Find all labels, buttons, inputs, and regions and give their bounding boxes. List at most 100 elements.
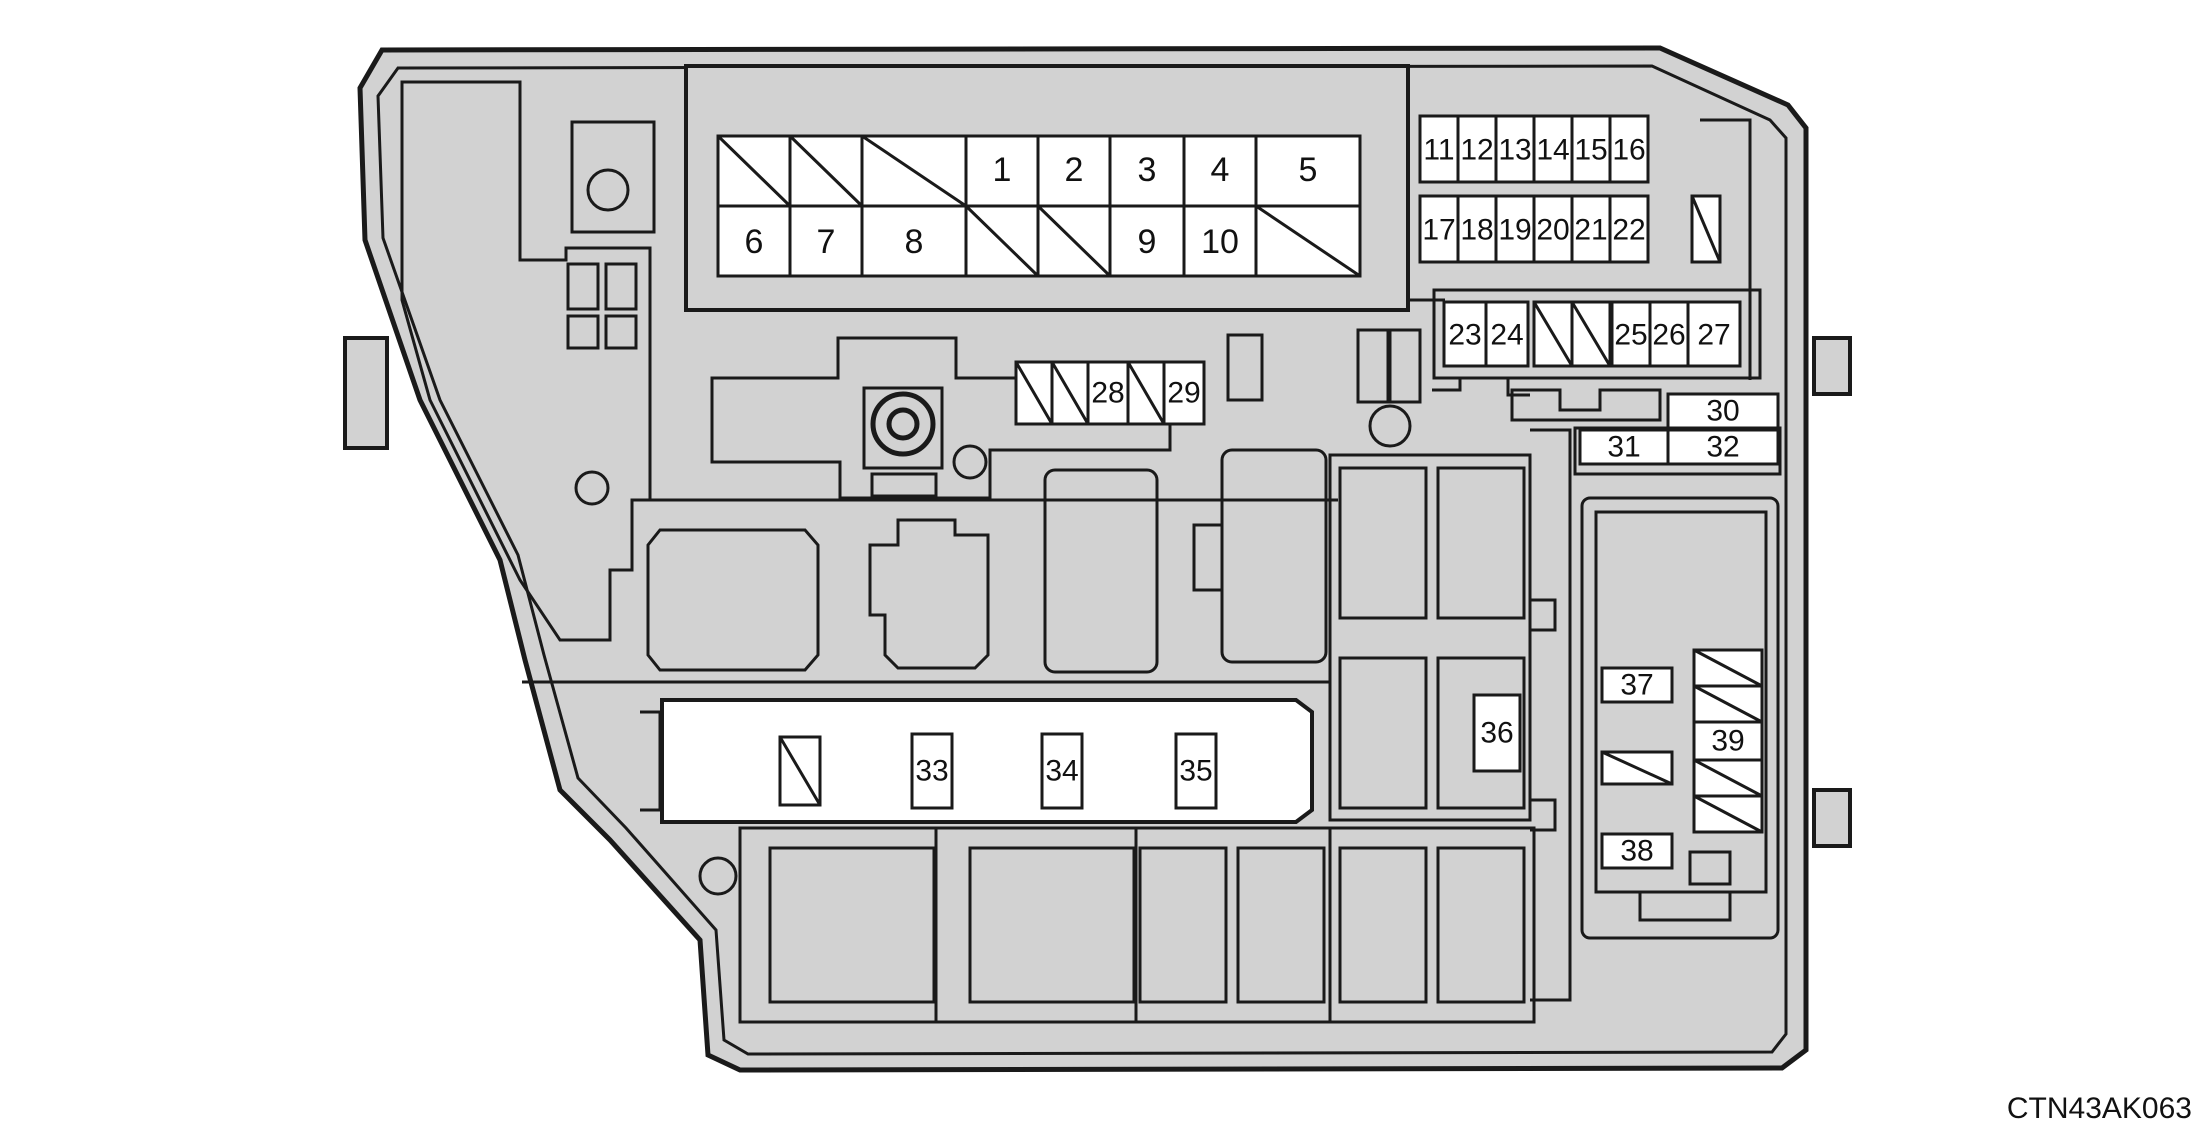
stud-housing	[710, 336, 1172, 500]
right-module-nub	[1688, 850, 1732, 886]
fuse-18-label: 18	[1460, 214, 1493, 247]
small-relay-left	[1356, 328, 1390, 404]
lower-relay-3	[1138, 846, 1228, 1004]
relay-block-b	[868, 518, 990, 670]
fuse-34-slot	[1040, 732, 1084, 810]
long-fuse-module	[660, 698, 1314, 824]
fuse-14-slot	[1532, 114, 1574, 184]
lower-relay-2	[968, 846, 1136, 1004]
fuse-28-label: 28	[1091, 377, 1124, 410]
fuse-37-slot	[1600, 666, 1674, 704]
fuse-5-slot	[1254, 134, 1362, 208]
right-module-outer	[1580, 496, 1780, 940]
fuse-23-slot	[1442, 300, 1488, 368]
lower-left-hole	[698, 856, 738, 896]
fuse-21-label: 21	[1574, 214, 1607, 247]
relay-cell-1	[1338, 466, 1428, 620]
fuse-21-slot	[1570, 194, 1612, 264]
upper-right-hole	[1368, 404, 1412, 448]
figure-code: CTN43AK063	[2007, 1092, 2192, 1125]
lower-relay-5	[1338, 846, 1428, 1004]
fuse-6-slot	[716, 204, 792, 278]
small-square-a	[566, 262, 600, 311]
lower-relay-4	[1236, 846, 1326, 1004]
right-mounting-tab-upper	[1812, 336, 1852, 396]
fuse-27-label: 27	[1697, 319, 1730, 352]
fuse-36-slot	[1472, 693, 1522, 773]
fuse-18-slot	[1456, 194, 1498, 264]
fuse-37-label: 37	[1620, 669, 1653, 702]
fuse-8-label: 8	[905, 223, 924, 261]
fuse-24-slot	[1484, 300, 1530, 368]
fuse-39-slot	[1692, 720, 1764, 762]
fuse-29-slot	[1162, 360, 1206, 426]
fuse-22-slot	[1608, 194, 1650, 264]
fuse-2-label: 2	[1065, 151, 1084, 189]
small-relay-right	[1388, 328, 1422, 404]
fuse-16-label: 16	[1612, 134, 1645, 167]
small-square-d	[604, 314, 638, 350]
fuse-35-label: 35	[1179, 755, 1212, 788]
fuse-7-label: 7	[817, 223, 836, 261]
fuse-4-label: 4	[1211, 151, 1230, 189]
fuse-30-slot	[1666, 392, 1780, 430]
relay-block-d-tab	[1192, 523, 1224, 592]
fuse-25-label: 25	[1614, 319, 1647, 352]
fuse-17-label: 17	[1422, 214, 1455, 247]
relay-cell-2	[1436, 466, 1526, 620]
relay-grid-side	[1530, 428, 1572, 1002]
fuse-1-label: 1	[993, 151, 1012, 189]
relay-grid-outline	[1328, 453, 1532, 822]
relay-block-a	[646, 528, 820, 672]
left-mounting-tab	[343, 336, 389, 450]
relay-cell-4	[1436, 656, 1526, 810]
fuse-15-slot	[1570, 114, 1612, 184]
fuse-8-slot	[860, 204, 968, 278]
fuse-12-slot	[1456, 114, 1498, 184]
relay-cell-3	[1338, 656, 1428, 810]
fuse-38-slot	[1600, 832, 1674, 870]
fuse-34-label: 34	[1045, 755, 1078, 788]
fuse-29-label: 29	[1167, 377, 1200, 410]
fuse-1-slot	[964, 134, 1040, 208]
fuse-20-label: 20	[1536, 214, 1569, 247]
fuse-33-slot	[910, 732, 954, 810]
left-channel	[400, 80, 652, 642]
fuse-15-label: 15	[1574, 134, 1607, 167]
fuse-labels: 1 2 3 4 5 6 7 8 9 10 11 12 13 14 15 16 1…	[745, 134, 1745, 868]
fuse-19-label: 19	[1498, 214, 1531, 247]
fuse-11-slot	[1418, 114, 1460, 184]
fuse-10-slot	[1182, 204, 1258, 278]
right-module-bottom	[1638, 890, 1732, 922]
left-mount-hole	[574, 470, 610, 506]
lower-relay-1	[768, 846, 936, 1004]
fuse-32-label: 32	[1706, 431, 1739, 464]
fuse-32-slot	[1666, 428, 1780, 466]
stud-inner	[886, 407, 920, 441]
mid-small-rect	[1226, 333, 1264, 402]
lower-relay-dividers	[934, 828, 1332, 1022]
right-mounting-tab-lower	[1812, 788, 1852, 848]
fuse-38-label: 38	[1620, 835, 1653, 868]
fuse-39-label: 39	[1711, 725, 1744, 758]
fuse-31-slot	[1578, 428, 1670, 466]
fuse-5-label: 5	[1299, 151, 1318, 189]
stud-base	[862, 386, 944, 470]
upper-right-lower-frame	[1432, 288, 1762, 380]
relay-grid-side-notch	[1530, 598, 1557, 832]
fuse-28-slot	[1086, 360, 1130, 426]
fuse-25-slot	[1610, 300, 1652, 368]
upper-left-hole	[586, 168, 630, 212]
fuse-36-label: 36	[1480, 717, 1513, 750]
fuse-11-label: 11	[1423, 134, 1454, 167]
fuse-30-label: 30	[1706, 395, 1739, 428]
fuse-22-label: 22	[1612, 214, 1645, 247]
fuse-10-label: 10	[1201, 223, 1239, 261]
fuse-31-label: 31	[1607, 431, 1640, 464]
fuse-9-label: 9	[1138, 223, 1157, 261]
stud-bottom-block	[870, 472, 938, 498]
fuse-12-label: 12	[1460, 134, 1493, 167]
fuse-17-slot	[1418, 194, 1460, 264]
lower-relay-6	[1436, 846, 1526, 1004]
